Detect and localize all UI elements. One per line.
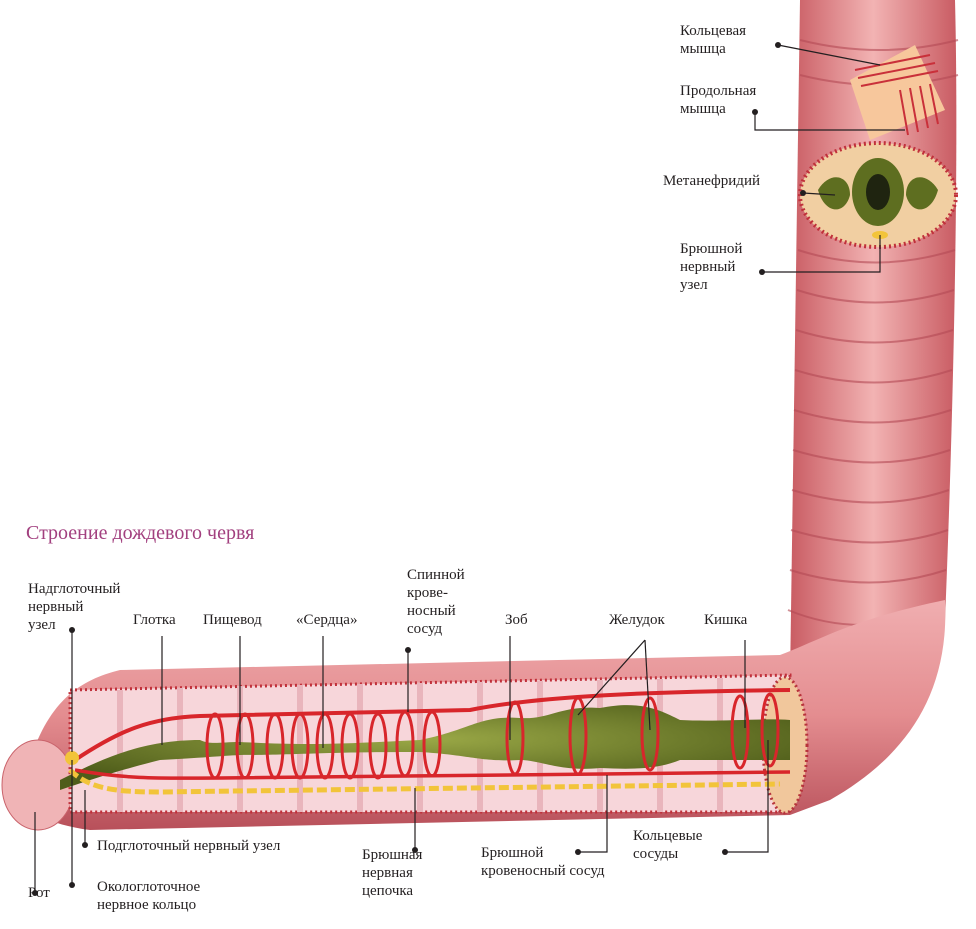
leader-dots [32,42,806,896]
label-nerve-ring: Окологлоточное нервное кольцо [97,879,201,913]
label-ventral-blood-vessel: Брюшной кровеносный сосуд [481,845,605,879]
label-supraesophageal-ganglion: Надглоточный нервный узел [28,581,121,633]
label-ring-muscle: Кольцевая мышца [680,23,747,57]
label-ventral-ganglion: Брюшной нервный узел [680,241,743,293]
label-ventral-nerve-cord: Брюшная нервная цепочка [362,847,423,899]
label-subesophageal-ganglion: Подглоточный нервный узел [97,838,281,854]
nerve-ganglion [65,751,79,765]
label-ring-vessels: Кольцевые сосуды [633,828,703,862]
muscle-cut [850,45,945,140]
diagram-title: Строение дождевого червя [26,522,255,544]
label-mouth: Рот [28,885,50,901]
ring-vessels [205,692,780,780]
label-crop: Зоб [505,612,528,628]
label-intestine: Кишка [704,612,748,628]
label-gizzard: Желудок [609,612,665,628]
label-pharynx: Глотка [133,612,176,628]
dorsal-vessel [73,688,791,762]
label-dorsal-vessel: Спинной крове- носный сосуд [407,567,465,637]
ventral-nerve-cord [68,768,781,795]
label-hearts: «Сердца» [296,612,358,628]
label-esophagus: Пищевод [203,612,262,628]
label-metanephridium: Метанефридий [663,173,760,189]
label-longitudinal-muscle: Продольная мышца [680,83,757,117]
leader-lines [34,44,905,893]
